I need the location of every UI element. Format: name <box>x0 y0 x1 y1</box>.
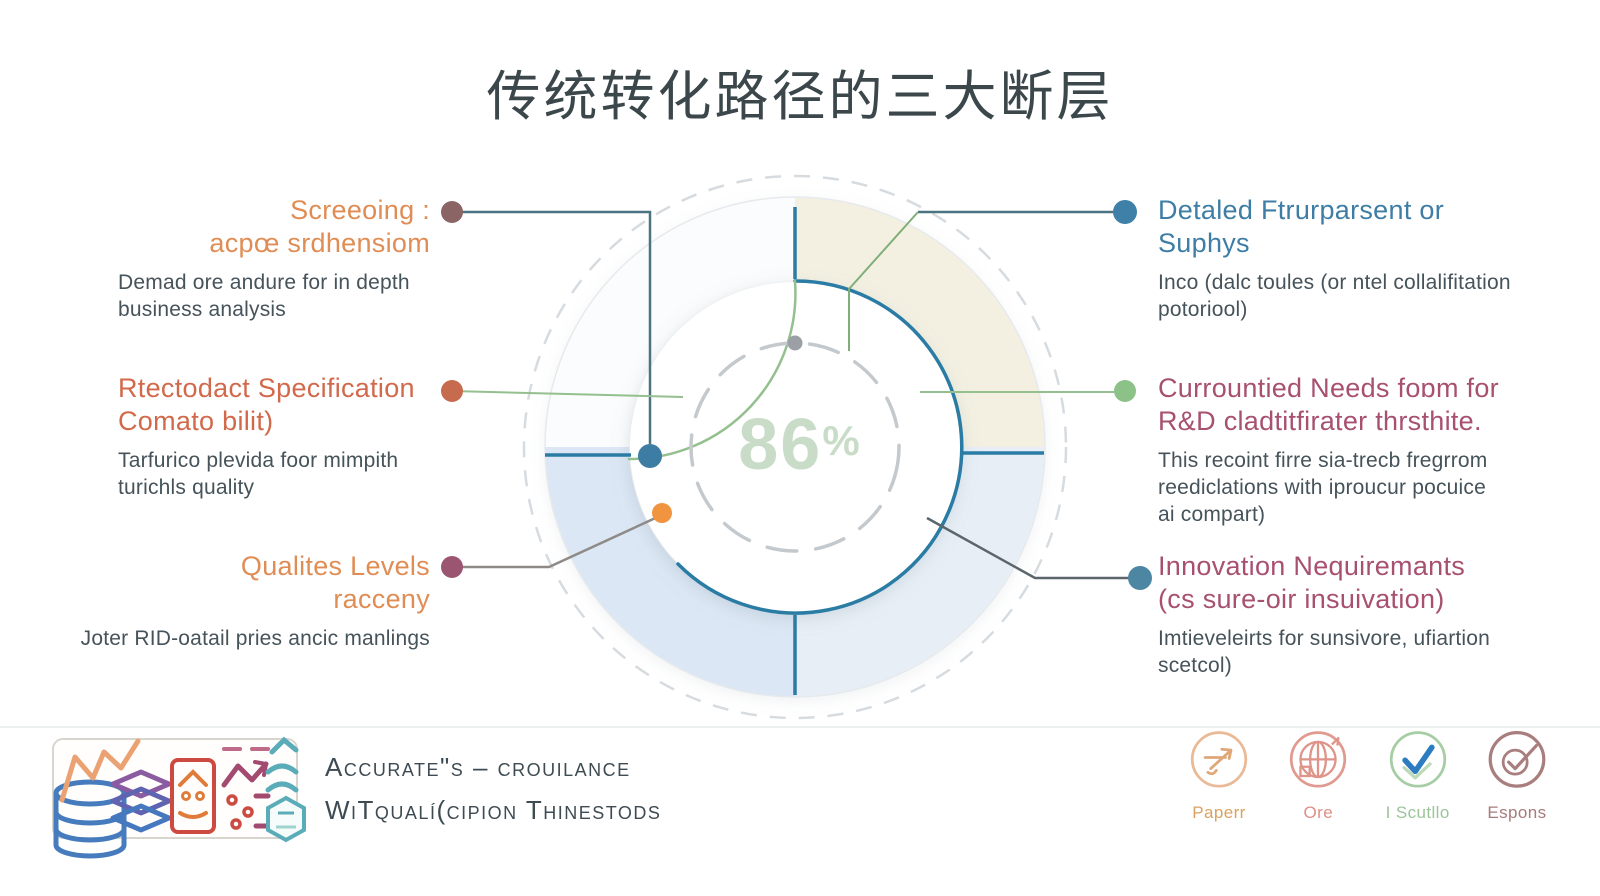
callout-title: Detaled Ftrurparsent or Suphys <box>1158 195 1445 258</box>
circle-check-icon <box>1488 731 1546 788</box>
chart-line-icon <box>59 738 141 803</box>
legend-label: I Scutllo <box>1385 803 1450 822</box>
page-title: 传统转化路径的三大断层 <box>486 67 1114 127</box>
callout-title: Rtectodact Specification Comato bilit) <box>118 373 415 436</box>
callout-title: Currountied Needs foɒm for R&D cladtitfi… <box>1158 373 1499 436</box>
ring-quadrant-bottom-right <box>795 447 1045 697</box>
gauge-value: 86% <box>660 404 940 486</box>
callout-quality-levels: Qualites Levels racceny Joter RID-oatail… <box>58 550 430 652</box>
legend-label: Ore <box>1303 803 1334 822</box>
connector-screening <box>452 210 652 444</box>
outer-dashed-circle <box>522 174 1068 720</box>
callout-body: Joter RID-oatail pries ancic manlings <box>80 627 430 650</box>
callout-product-spec: Rtectodact Specification Comato bilit) T… <box>118 372 430 501</box>
gauge-inner-circle <box>630 282 960 612</box>
ring-quadrant-top-right <box>795 197 1045 447</box>
legend-item-espons: Espons <box>1470 728 1564 838</box>
callout-body: This recoint firre sia-trecb fregrrom re… <box>1158 449 1488 526</box>
footer-caption: Accurate"s – crouilance WiTqualí(cipion … <box>325 746 745 832</box>
callout-title: Screeoing : acpœ srdhensiom <box>209 195 430 258</box>
dot-product-spec <box>441 380 463 402</box>
connector-quality-levels <box>452 513 663 569</box>
ring-outer-edge <box>544 196 1046 698</box>
callout-body: Inco (dalc toules (or ntel collalifitati… <box>1158 271 1511 321</box>
dot-detailed <box>1113 200 1137 224</box>
legend-item-scutllo: I Scutllo <box>1371 728 1465 838</box>
dot-needs <box>1114 380 1136 402</box>
callout-detailed: Detaled Ftrurparsent or Suphys Inco (dal… <box>1158 194 1558 323</box>
dot-inner-blue <box>638 444 662 468</box>
connector-product-spec <box>451 390 684 398</box>
connector-detailed-diagonal <box>848 211 919 351</box>
callout-needs: Currountied Needs foɒm for R&D cladtitfi… <box>1158 372 1568 528</box>
footer-caption-line1: Accurate"s – crouilance <box>325 752 631 782</box>
document-card-icon <box>170 758 216 834</box>
ring-quadrant-bottom-left <box>545 447 795 697</box>
check-icon <box>1389 731 1446 788</box>
callout-title: Innovation Nequiremants (cs sure-oir ins… <box>1158 551 1466 614</box>
legend: Paperr Ore I Scutllo <box>1172 728 1564 838</box>
dot-inner-orange <box>652 503 672 523</box>
callout-innovation: Innovation Nequiremants (cs sure-oir ins… <box>1158 550 1568 679</box>
data-tools-illustration <box>52 736 306 859</box>
legend-item-ore: Ore <box>1271 728 1365 838</box>
callout-body: Tarfurico plevida foor mimpith turichls … <box>118 449 399 499</box>
dot-screening <box>441 201 463 223</box>
dashed-circle-top-dot <box>787 335 803 351</box>
radial-dividers <box>545 207 1044 695</box>
dot-quality-levels <box>441 556 463 578</box>
green-progress-arc <box>627 279 797 461</box>
gauge-percent-number: 86 <box>738 405 823 485</box>
pencil-arrow-icon <box>1190 731 1248 788</box>
callout-body: Demad ore andure for in depth business a… <box>118 271 410 321</box>
teal-progress-arc <box>676 279 964 615</box>
connector-innovation <box>926 516 1140 580</box>
inner-dashed-circle <box>689 341 901 553</box>
gauge-percent-sign: % <box>822 417 862 464</box>
footer-caption-line2: WiTqualí(cipion Thinestods <box>325 795 662 825</box>
legend-label: Paperr <box>1192 803 1246 822</box>
globe-refresh-icon <box>1290 731 1347 788</box>
callout-body: Imtieveleirts for sunsivore, ufiartion s… <box>1158 627 1491 677</box>
ring-quadrant-top-left <box>545 197 795 447</box>
callout-title: Qualites Levels racceny <box>240 551 430 614</box>
layers-icon <box>110 769 172 833</box>
legend-label: Espons <box>1487 803 1547 822</box>
hexagon-checklist-icon <box>265 736 306 843</box>
legend-item-paper: Paperr <box>1172 728 1266 838</box>
dot-innovation <box>1128 566 1152 590</box>
gauge-ring <box>544 196 1046 698</box>
callout-screening: Screeoing : acpœ srdhensiom Demad ore an… <box>118 194 430 323</box>
